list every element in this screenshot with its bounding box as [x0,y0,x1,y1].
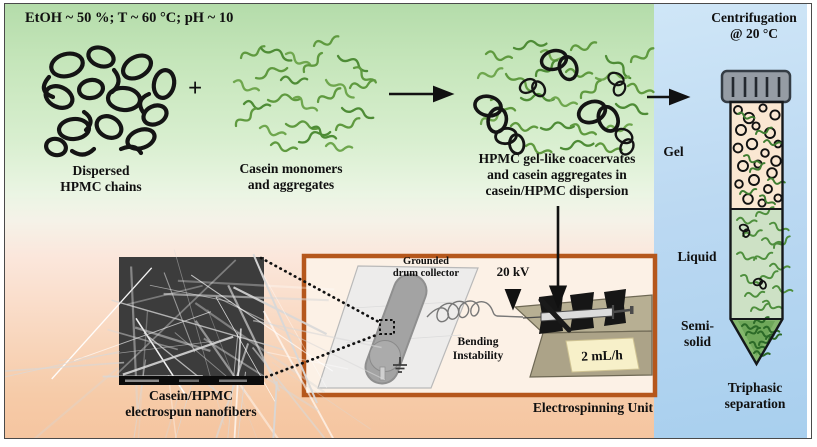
coacervates-illustration [468,34,657,159]
electrospinning-unit-label: Electrospinning Unit [532,400,653,415]
centrifuge-tube [720,69,794,367]
syringe-pump: 2 mL/h [513,289,653,378]
casein-monomers-illustration [231,34,378,156]
flow-rate-label-plate [565,337,640,373]
electrospinning-box: 2 mL/h [301,253,658,398]
nanofibers-label: Casein/HPMC electrospun nanofibers [125,388,257,419]
conditions-label: EtOH ~ 50 %; T ~ 60 °C; pH ~ 10 [25,10,234,26]
bending-instability-label: Bending Instability [452,336,504,362]
coacervates-label: HPMC gel-like coacervates and casein agg… [478,151,636,198]
gel-phase-label: Gel [663,144,684,159]
ground-icon [393,357,407,373]
sem-nanofiber-image [5,249,386,438]
grounded-collector-label: Grounded drum collector [392,256,460,280]
hpmc-chains-label: Dispersed HPMC chains [60,163,142,194]
hpmc-chains-illustration [41,45,177,158]
flow-rate-value: 2 mL/h [581,347,624,363]
liquid-phase-label: Liquid [677,249,717,264]
semisolid-phase-label: Semi- solid [681,318,714,349]
centrifugation-title: Centrifugation @ 20 °C [711,10,797,41]
plus-sign: + [188,75,203,102]
figure-frame: 2 mL/h [4,3,812,439]
casein-monomers-label: Casein monomers and aggregates [239,161,343,192]
bending-instability-jet [426,300,524,323]
triphasic-caption: Triphasic separation [724,380,786,411]
syringe-holder-bar [538,297,572,333]
voltage-label: 20 kV [496,264,530,279]
